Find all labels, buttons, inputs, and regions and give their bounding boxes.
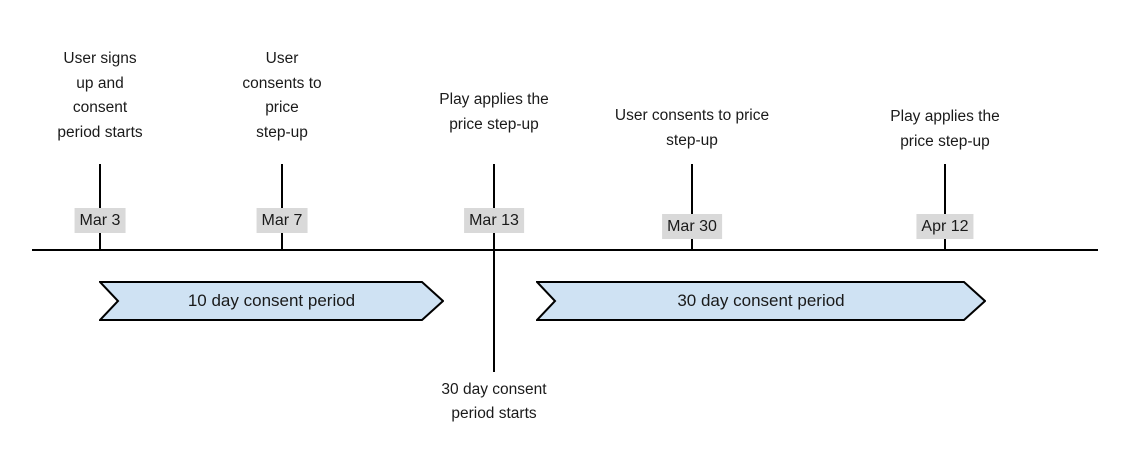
period-banner-30-day: 30 day consent period <box>536 281 986 321</box>
event-date-badge-mar30: Mar 30 <box>662 214 722 239</box>
chevron-banner-icon <box>99 281 444 321</box>
timeline-axis <box>32 249 1098 251</box>
event-date-badge-apr12: Apr 12 <box>916 214 974 239</box>
event-label-mar30: User consents to price step-up <box>614 107 770 149</box>
event-tick-apr12 <box>944 164 946 250</box>
event-tick-mar3 <box>99 164 101 250</box>
event-label-mar13: Play applies the price step-up <box>439 91 549 133</box>
chevron-banner-icon <box>536 281 986 321</box>
event-tick-mar30 <box>691 164 693 250</box>
period-banner-10-day: 10 day consent period <box>99 281 444 321</box>
event-date-badge-mar3: Mar 3 <box>74 208 126 233</box>
event-tick-mar13-lower <box>493 251 495 372</box>
event-date-badge-mar7: Mar 7 <box>256 208 308 233</box>
event-label-apr12: Play applies the price step-up <box>890 108 1000 150</box>
event-tick-mar7 <box>281 164 283 250</box>
event-tick-mar13 <box>493 164 495 250</box>
period-banner-10-day-label: 10 day consent period <box>187 291 356 310</box>
event-date-badge-mar13: Mar 13 <box>464 208 524 233</box>
event-label-mar3: User signs up and consent period starts <box>57 50 143 141</box>
annotation-30-day-period-starts: 30 day consent period starts <box>441 381 547 422</box>
event-label-mar7: User consents to price step-up <box>242 50 322 141</box>
period-banner-30-day-label: 30 day consent period <box>677 291 845 310</box>
